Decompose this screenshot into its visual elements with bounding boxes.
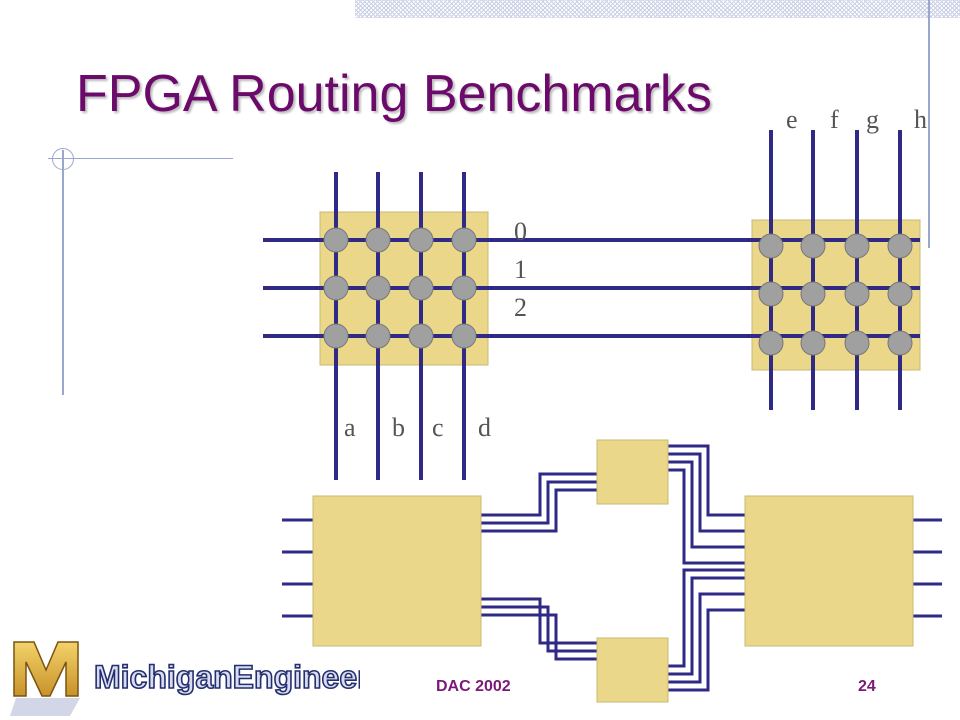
switch-point	[408, 275, 434, 301]
pin-label-a: a	[344, 413, 356, 442]
connection-block-top	[596, 439, 669, 505]
switch-point	[844, 233, 870, 259]
switch-point	[451, 275, 477, 301]
switch-point	[451, 323, 477, 349]
switch-point	[408, 323, 434, 349]
decorative-vertical-line-left	[62, 150, 64, 395]
track-label-0: 0	[514, 217, 527, 246]
switch-point	[887, 330, 913, 356]
switch-point	[365, 275, 391, 301]
switch-points-right	[758, 233, 913, 356]
logo-shadow	[10, 698, 80, 716]
switch-point	[800, 281, 826, 307]
track-label-2: 2	[514, 293, 527, 322]
switch-point	[887, 233, 913, 259]
block-m-icon	[13, 641, 79, 697]
decorative-circle	[52, 148, 74, 170]
michigan-engineering-logo: MichiganEngineering	[10, 641, 360, 716]
switch-point	[758, 281, 784, 307]
switch-point	[408, 227, 434, 253]
switch-point	[844, 330, 870, 356]
switch-point	[844, 281, 870, 307]
switch-point	[758, 330, 784, 356]
header-hatch-decoration	[355, 0, 960, 18]
pin-label-h: h	[914, 105, 927, 134]
pin-label-c: c	[432, 413, 444, 442]
pin-label-b: b	[392, 413, 405, 442]
footer-conference: DAC 2002	[436, 678, 511, 695]
switch-point	[800, 233, 826, 259]
switch-point	[800, 330, 826, 356]
switch-point	[451, 227, 477, 253]
switch-point	[365, 323, 391, 349]
switch-point	[323, 323, 349, 349]
switch-point	[365, 227, 391, 253]
switch-point	[323, 227, 349, 253]
track-label-1: 1	[514, 255, 527, 284]
pin-label-d: d	[478, 413, 491, 442]
pin-label-f: f	[830, 105, 839, 134]
slide-number: 24	[858, 678, 876, 695]
slide-title: FPGA Routing Benchmarks	[76, 65, 712, 123]
switch-points-left	[323, 227, 477, 349]
switch-point	[323, 275, 349, 301]
logic-block-left	[312, 495, 482, 647]
switch-point	[887, 281, 913, 307]
decorative-horizontal-line	[48, 158, 233, 159]
logic-block-right	[744, 495, 914, 647]
lower-routing-wires	[282, 444, 942, 692]
pin-label-g: g	[866, 105, 879, 134]
switch-point	[758, 233, 784, 259]
pin-label-e: e	[786, 105, 798, 134]
decorative-vertical-line	[928, 0, 930, 248]
connection-block-bottom	[596, 637, 669, 703]
logo-wordmark: MichiganEngineering	[94, 659, 360, 695]
